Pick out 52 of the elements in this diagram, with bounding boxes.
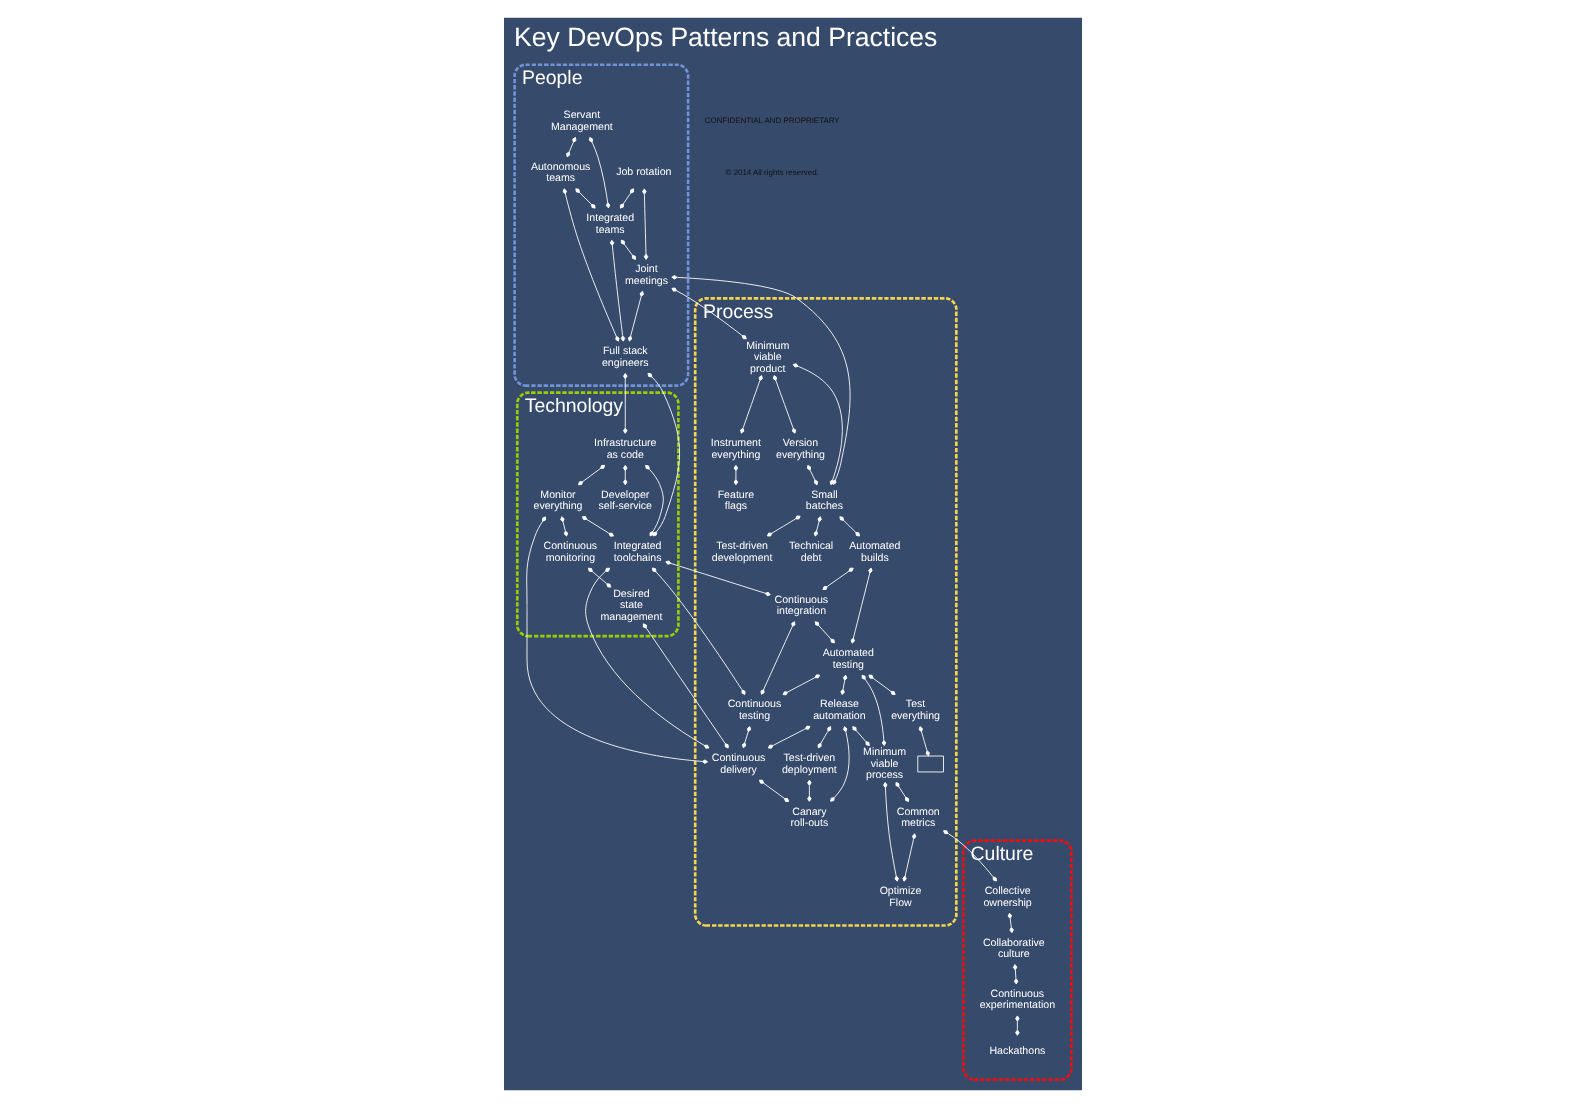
connector (740, 726, 751, 749)
connector (758, 779, 789, 802)
connector (766, 725, 810, 749)
connector (622, 464, 627, 486)
connector (894, 781, 908, 803)
connector (813, 621, 834, 644)
connector (641, 188, 648, 260)
diagram-title: Key DevOps Patterns and Practices (513, 22, 937, 53)
connector (1006, 912, 1013, 934)
node-box (916, 755, 943, 773)
connector (619, 239, 635, 260)
connector (839, 674, 847, 695)
connector (644, 464, 663, 537)
connector (525, 516, 707, 764)
connector (821, 567, 853, 590)
connector (942, 830, 996, 882)
connector (849, 567, 872, 644)
connector (608, 239, 625, 342)
connector (816, 726, 831, 749)
connector (587, 136, 610, 209)
connector (650, 567, 745, 695)
connector (860, 674, 886, 746)
connector (771, 375, 796, 434)
connector (739, 375, 762, 434)
connector (759, 621, 795, 695)
connector (765, 515, 800, 537)
connector (901, 833, 916, 882)
connector (882, 781, 898, 882)
connector (838, 516, 859, 537)
connector (851, 726, 869, 747)
connector (806, 779, 811, 802)
connector (622, 373, 627, 434)
connector (781, 674, 820, 696)
connector (805, 464, 818, 486)
connector (867, 674, 895, 695)
connector (586, 567, 611, 588)
connector (732, 464, 738, 486)
connector (1014, 1015, 1019, 1036)
connector (565, 136, 576, 158)
connector (580, 516, 613, 537)
connector (584, 567, 709, 749)
connector (812, 516, 821, 537)
connector (829, 726, 849, 802)
connector (646, 372, 679, 537)
connector (619, 188, 634, 209)
connector (917, 726, 929, 757)
connector (559, 516, 568, 537)
connector (626, 290, 643, 342)
connector (641, 623, 728, 749)
connector (576, 464, 605, 486)
connector (1011, 964, 1018, 985)
connector (664, 560, 770, 597)
